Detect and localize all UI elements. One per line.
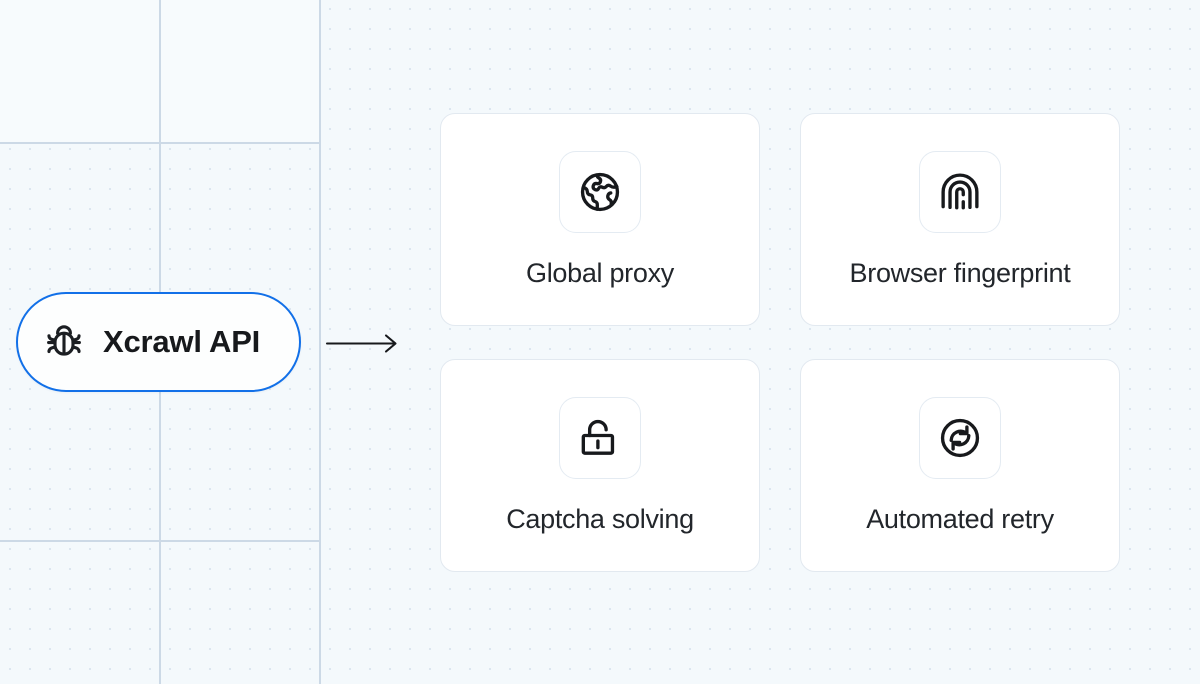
fingerprint-icon [941,173,979,210]
bug-icon [47,325,81,356]
connector-arrow-icon [325,334,397,353]
feature-card-automated-retry[interactable]: Automated retry [800,359,1120,572]
icon-container [559,397,641,479]
node-label: Xcrawl API [103,324,261,359]
gridline-horizontal-1 [0,142,320,144]
card-label: Automated retry [866,504,1054,534]
feature-card-browser-fingerprint[interactable]: Browser fingerprint [800,113,1120,326]
feature-card-captcha-solving[interactable]: Captcha solving [440,359,760,572]
card-label: Global proxy [526,258,674,288]
gridline-horizontal-2 [0,540,320,542]
icon-container [919,397,1001,479]
card-label: Browser fingerprint [849,258,1071,288]
icon-container [919,151,1001,233]
feature-card-global-proxy[interactable]: Global proxy [440,113,760,326]
xcrawl-api-node[interactable]: Xcrawl API [16,292,301,392]
refresh-icon [940,418,980,458]
card-label: Captcha solving [506,504,694,534]
globe-icon [580,172,620,212]
unlock-icon [581,419,615,455]
icon-container [559,151,641,233]
gridline-vertical-2 [319,0,321,684]
